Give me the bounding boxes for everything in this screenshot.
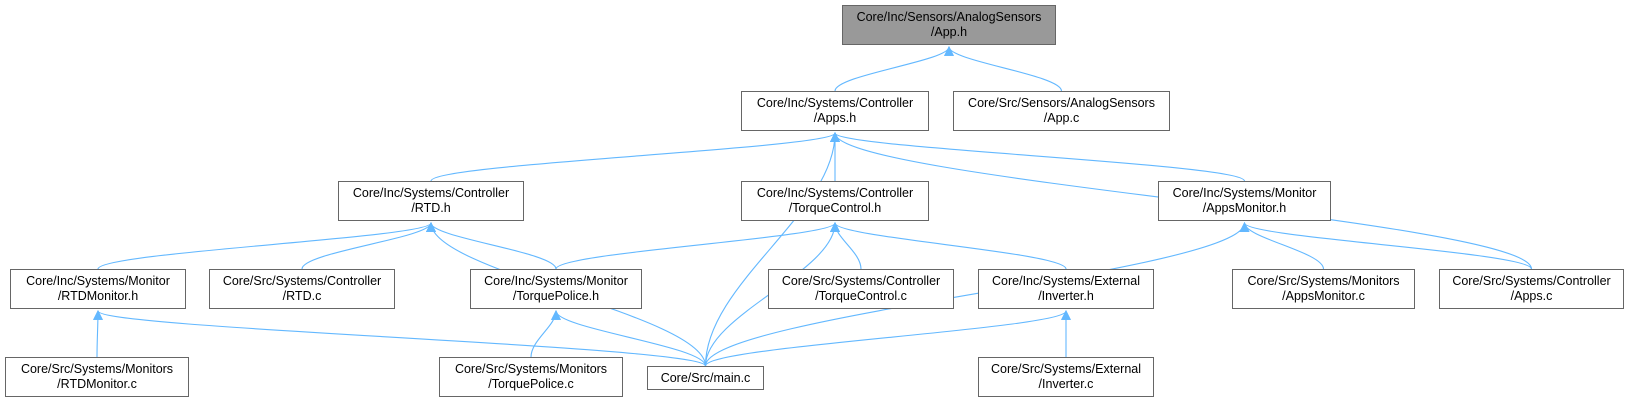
edge-main_c-to-apps_h [704, 132, 840, 367]
edge-inverter_h-to-torquecontrol_h [830, 222, 1067, 270]
node-label: /Inverter.h [1038, 289, 1094, 303]
node-label: /TorqueControl.h [788, 201, 882, 215]
edge-torquepolice_h-to-torquecontrol_h [555, 222, 840, 270]
node-torquecontrol-h[interactable]: Core/Inc/Systems/Controller /TorqueContr… [741, 181, 929, 221]
node-label: /App.h [930, 25, 968, 39]
edge-torquepolice_c-to-torquepolice_h [530, 310, 561, 358]
node-label: /Apps.c [1510, 289, 1553, 303]
node-label: Core/Inc/Systems/Monitor [26, 274, 170, 288]
node-label: /TorqueControl.c [815, 289, 907, 303]
edge-main_c-to-rtdmonitor_h [93, 310, 707, 367]
node-torquecontrol-c[interactable]: Core/Src/Systems/Controller /TorqueContr… [768, 269, 954, 309]
edge-torquepolice_h-to-rtd_h [426, 222, 557, 270]
edge-main_c-to-torquepolice_h [551, 310, 707, 367]
node-label: /Inverter.c [1038, 377, 1094, 391]
node-rtdmonitor-c[interactable]: Core/Src/Systems/Monitors /RTDMonitor.c [5, 357, 189, 397]
node-label: /App.c [1043, 111, 1080, 125]
node-label: /RTD.c [282, 289, 322, 303]
node-label: Core/Src/Systems/External [990, 362, 1142, 376]
node-label: /RTD.h [411, 201, 451, 215]
node-label: Core/Inc/Systems/External [992, 274, 1140, 288]
node-label: /RTDMonitor.c [57, 377, 137, 391]
edge-rtdmonitor_h-to-rtd_h [97, 222, 436, 270]
node-label: Core/Src/Systems/Monitors [454, 362, 608, 376]
node-torquepolice-c[interactable]: Core/Src/Systems/Monitors /TorquePolice.… [439, 357, 623, 397]
node-label: Core/Inc/Systems/Monitor [1172, 186, 1317, 200]
edge-appsmonitor_c-to-appsmonitor_h [1239, 222, 1325, 270]
node-inverter-h[interactable]: Core/Inc/Systems/External /Inverter.h [978, 269, 1154, 309]
node-label: Core/Inc/Systems/Controller [352, 186, 510, 200]
node-rtdmonitor-h[interactable]: Core/Inc/Systems/Monitor /RTDMonitor.h [10, 269, 186, 309]
node-label: Core/Src/Systems/Monitors [1247, 274, 1400, 288]
node-label: Core/Src/Systems/Controller [222, 274, 382, 288]
node-rtd-c[interactable]: Core/Src/Systems/Controller /RTD.c [209, 269, 395, 309]
edge-rtd_c-to-rtd_h [301, 222, 436, 270]
node-inverter-c[interactable]: Core/Src/Systems/External /Inverter.c [978, 357, 1154, 397]
node-label: /TorquePolice.c [488, 377, 574, 391]
edge-app_c-to-app_h [944, 46, 1063, 92]
node-apps-h[interactable]: Core/Inc/Systems/Controller /Apps.h [741, 91, 929, 131]
node-label: /AppsMonitor.h [1202, 201, 1287, 215]
edge-main_c-to-appsmonitor_h [704, 222, 1250, 367]
node-label: Core/Inc/Sensors/AnalogSensors [856, 10, 1042, 24]
edge-rtd_h-to-apps_h [430, 132, 840, 182]
node-rtd-h[interactable]: Core/Inc/Systems/Controller /RTD.h [338, 181, 524, 221]
node-app-h: Core/Inc/Sensors/AnalogSensors /App.h [842, 5, 1056, 45]
node-label: /TorquePolice.h [512, 289, 600, 303]
node-label: Core/Src/Sensors/AnalogSensors [968, 96, 1155, 110]
node-main-c[interactable]: Core/Src/main.c [647, 366, 764, 390]
node-label: Core/Src/Systems/Monitors [20, 362, 174, 376]
node-appsmonitor-h[interactable]: Core/Inc/Systems/Monitor /AppsMonitor.h [1158, 181, 1331, 221]
node-torquepolice-h[interactable]: Core/Inc/Systems/Monitor /TorquePolice.h [470, 269, 642, 309]
node-label: Core/Src/Systems/Controller [1452, 274, 1611, 288]
node-label: Core/Src/main.c [660, 370, 751, 385]
node-app-c[interactable]: Core/Src/Sensors/AnalogSensors /App.c [953, 91, 1170, 131]
node-label: Core/Inc/Systems/Controller [756, 96, 914, 110]
node-apps-c[interactable]: Core/Src/Systems/Controller /Apps.c [1439, 269, 1624, 309]
node-label: Core/Inc/Systems/Monitor [484, 274, 628, 288]
edge-torquecontrol_c-to-torquecontrol_h [830, 222, 862, 270]
node-label: Core/Inc/Systems/Controller [756, 186, 914, 200]
node-appsmonitor-c[interactable]: Core/Src/Systems/Monitors /AppsMonitor.c [1232, 269, 1415, 309]
edge-apps_h-to-app_h [834, 46, 954, 92]
edge-main_c-to-inverter_h [704, 310, 1071, 367]
edge-apps_c-to-appsmonitor_h [1239, 222, 1533, 270]
edge-rtdmonitor_c-to-rtdmonitor_h [93, 310, 103, 358]
node-label: Core/Src/Systems/Controller [781, 274, 941, 288]
node-label: /RTDMonitor.h [57, 289, 139, 303]
node-label: /AppsMonitor.c [1282, 289, 1365, 303]
edge-appsmonitor_h-to-apps_h [830, 132, 1246, 182]
node-label: /Apps.h [813, 111, 857, 125]
